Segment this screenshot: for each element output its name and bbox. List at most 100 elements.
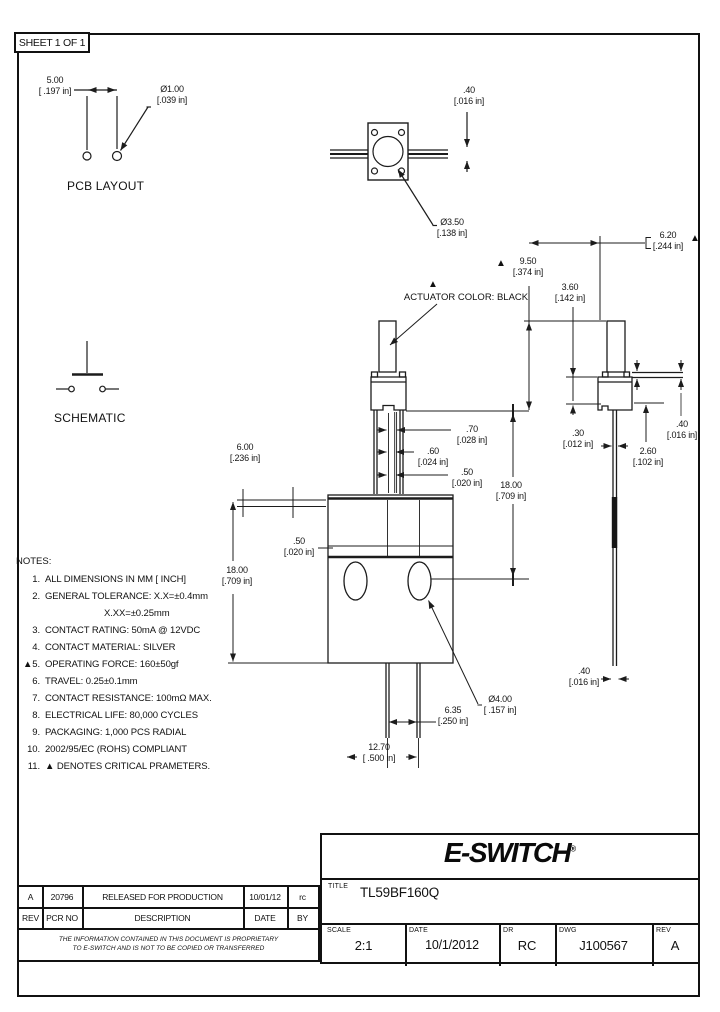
actuator-color-line1: ACTUATOR COLOR: (403, 292, 495, 303)
note-line: 9.PACKAGING: 1,000 PCS RADIAL (32, 727, 187, 738)
inch-value: [.039 in] (156, 94, 188, 105)
date-value: 10/1/2012 (425, 938, 479, 952)
proprietary-line2: TO E-SWITCH AND IS NOT TO BE COPIED OR T… (72, 945, 265, 952)
inch-value: [.250 in] (437, 715, 469, 726)
actuator-color-callout: ACTUATOR COLOR: BLACK (404, 292, 528, 304)
inch-value: [.016 in] (666, 429, 698, 440)
inch-value: [.016 in] (453, 95, 485, 106)
note-line: 10.2002/95/EC (ROHS) COMPLIANT (27, 744, 187, 755)
divider (555, 923, 557, 966)
dr-label: DR (503, 927, 514, 934)
rev-value: A (670, 938, 680, 953)
revision-table: A 20796 RELEASED FOR PRODUCTION 10/01/12… (17, 885, 320, 962)
title-label: TITLE (328, 883, 349, 890)
note-line: 8.ELECTRICAL LIFE: 80,000 CYCLES (32, 710, 198, 721)
registered-mark: ® (570, 844, 577, 854)
note-line: X.XX=±0.25mm (104, 608, 170, 619)
by-cell: rc (299, 892, 306, 902)
mm-value: .70 (466, 424, 478, 434)
divider (243, 887, 245, 929)
dim-bushing-hole: Ø3.50 [.138 in] (437, 217, 467, 238)
eswitch-logo: E-SWITCH® (443, 837, 577, 868)
mm-value: 18.00 (500, 480, 522, 490)
pcb-layout-label: PCB LAYOUT (67, 179, 145, 193)
note-line: 4.CONTACT MATERIAL: SILVER (32, 642, 176, 653)
mm-value: Ø4.00 (488, 694, 512, 704)
sheet-number-box: SHEET 1 OF 1 (14, 32, 90, 53)
dim-body-height: 18.00 [.709 in] (222, 565, 252, 586)
divider (287, 887, 289, 929)
date-label: DATE (409, 927, 428, 934)
dim-body-drop: 18.00 [.709 in] (496, 480, 526, 501)
divider (322, 923, 698, 925)
dim-pcb-pitch: 5.00 [ .197 in] (39, 75, 72, 96)
mm-value: Ø1.00 (160, 84, 184, 94)
note-line: ▲5.OPERATING FORCE: 160±50gf (22, 659, 179, 670)
divider (19, 907, 318, 909)
scale-value: 2:1 (354, 938, 373, 953)
note-line: 7.CONTACT RESISTANCE: 100mΩ MAX. (32, 693, 212, 704)
sheet-number-label: SHEET 1 OF 1 (18, 36, 86, 49)
note-line: 3.CONTACT RATING: 50mA @ 12VDC (32, 625, 201, 636)
mm-value: 9.50 (519, 256, 537, 266)
mm-value: .50 (293, 536, 305, 546)
divider (405, 923, 407, 966)
dim-terminal-thickness-side: .30 [.012 in] (563, 428, 593, 449)
page-border (17, 33, 700, 997)
inch-value: [.020 in] (451, 477, 483, 488)
dim-pcb-thickness: .40 [.016 in] (667, 419, 697, 440)
proprietary-line1: THE INFORMATION CONTAINED IN THIS DOCUME… (58, 936, 279, 943)
dim-pcb-offset: 6.00 [.236 in] (230, 442, 260, 463)
part-number: TL59BF160Q (360, 885, 440, 900)
title-block: E-SWITCH® TITLE TL59BF160Q SCALE 2:1 DAT… (320, 833, 700, 966)
note-line: 11.▲ DENOTES CRITICAL PRAMETERS. (27, 761, 211, 772)
notes-heading: NOTES: (16, 556, 52, 567)
mm-value: .60 (427, 446, 439, 456)
mm-value: 6.20 (659, 230, 677, 240)
inch-value: [ .197 in] (38, 85, 72, 96)
inch-value: [.709 in] (221, 575, 253, 586)
inch-value: [.709 in] (495, 490, 527, 501)
inch-value: [.012 in] (562, 438, 594, 449)
mm-value: .40 (463, 85, 475, 95)
divider (499, 923, 501, 966)
mm-value: 18.00 (226, 565, 248, 575)
divider (652, 923, 654, 966)
dim-terminal-width-bottom: .40 [.016 in] (569, 666, 599, 687)
mm-value: .40 (676, 419, 688, 429)
mm-value: 12.70 (368, 742, 390, 752)
mm-value: Ø3.50 (440, 217, 464, 227)
actuator-color-line2: BLACK (496, 292, 529, 303)
dim-pin-50: .50 [.020 in] (452, 467, 482, 488)
rev-header: REV (22, 913, 39, 923)
dim-hole-diameter: Ø4.00 [ .157 in] (484, 694, 517, 715)
date-header: DATE (254, 913, 276, 923)
inch-value: [.138 in] (436, 227, 468, 238)
divider (42, 887, 44, 929)
rev-cell: A (27, 892, 34, 902)
dim-actuator-height: 9.50 [.374 in] (513, 256, 543, 277)
note-line: 2.GENERAL TOLERANCE: X.X=±0.4mm (32, 591, 208, 602)
mm-value: .30 (572, 428, 584, 438)
description-header: DESCRIPTION (134, 913, 191, 923)
rev-label: REV (656, 927, 671, 934)
divider (19, 928, 318, 930)
dim-notch-height: 2.60 [.102 in] (633, 446, 663, 467)
critical-flag-icon: ▲ (690, 233, 700, 244)
mm-value: .40 (578, 666, 590, 676)
inch-value: [.102 in] (632, 456, 664, 467)
dim-base-width: 6.20 [.244 in] (653, 230, 683, 251)
note-line: 1.ALL DIMENSIONS IN MM [ INCH] (32, 574, 186, 585)
inch-value: [ .500 in] (362, 752, 396, 763)
pcr-header: PCR NO (46, 913, 78, 923)
dim-pcb-hole: Ø1.00 [.039 in] (157, 84, 187, 105)
description-cell: RELEASED FOR PRODUCTION (102, 892, 223, 902)
dim-body-width: 12.70 [ .500 in] (363, 742, 396, 763)
inch-value: [ .157 in] (483, 704, 517, 715)
divider (322, 878, 698, 880)
mm-value: 6.35 (444, 705, 462, 715)
mm-value: 5.00 (46, 75, 64, 85)
dwg-label: DWG (559, 927, 577, 934)
mm-value: 3.60 (561, 282, 579, 292)
